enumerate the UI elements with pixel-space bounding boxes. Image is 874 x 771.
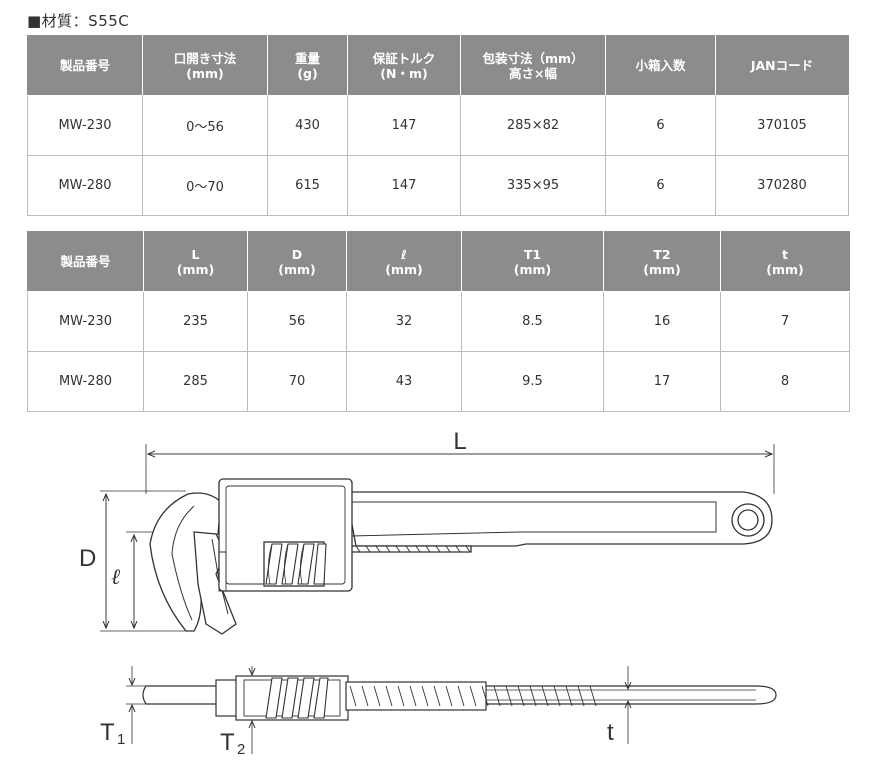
- wrench-front-view: [149, 478, 773, 635]
- table-cell: 56: [247, 291, 347, 352]
- table-cell: 335×95: [460, 155, 606, 216]
- dimension-L: L: [145, 428, 775, 494]
- table-cell: 16: [603, 291, 721, 352]
- table-cell: 8.5: [461, 291, 604, 352]
- dimension-T1: T 1: [100, 666, 148, 748]
- wrench-diagram: L D ℓ: [79, 428, 777, 758]
- label-L: L: [453, 428, 466, 455]
- table-cell: 235: [143, 291, 248, 352]
- label-T1: T: [100, 719, 115, 746]
- header-D: D(mm): [247, 231, 347, 292]
- label-T2-sub: 2: [237, 741, 245, 758]
- table-cell: MW-230: [27, 291, 144, 352]
- header-L: L(mm): [143, 231, 248, 292]
- table-cell: 0〜70: [142, 155, 268, 216]
- wrench-top-view: [142, 675, 777, 721]
- table-cell: 615: [267, 155, 348, 216]
- label-T2: T: [220, 729, 235, 756]
- table-row: MW-230 0〜56 430 147 285×82 6 370105: [27, 95, 849, 156]
- table-cell: 8: [720, 351, 850, 412]
- header-jan: JANコード: [715, 35, 849, 96]
- header-product-no: 製品番号: [27, 35, 143, 96]
- header-t: t(mm): [720, 231, 850, 292]
- header-l: ℓ(mm): [346, 231, 462, 292]
- dimension-D: D: [79, 490, 186, 632]
- table-cell: 17: [603, 351, 721, 412]
- header-T2: T2(mm): [603, 231, 721, 292]
- material-spec: ■材質：S55C: [27, 12, 130, 30]
- table-cell: 43: [346, 351, 462, 412]
- table-header-row: 製品番号 L(mm) D(mm) ℓ(mm) T1(mm) T2(mm) t(m…: [27, 231, 850, 292]
- label-t: t: [607, 719, 614, 746]
- label-T1-sub: 1: [117, 731, 125, 748]
- table-header-row: 製品番号 口開き寸法(mm) 重量(g) 保証トルク(N・m) 包装寸法（mm）…: [27, 35, 849, 96]
- table-row: MW-280 285 70 43 9.5 17 8: [27, 351, 850, 412]
- table-cell: MW-280: [27, 351, 144, 412]
- header-torque: 保証トルク(N・m): [347, 35, 461, 96]
- table-cell: MW-280: [27, 155, 143, 216]
- table-cell: 9.5: [461, 351, 604, 412]
- label-D: D: [79, 545, 96, 572]
- header-weight: 重量(g): [267, 35, 348, 96]
- table-row: MW-280 0〜70 615 147 335×95 6 370280: [27, 155, 849, 216]
- table-cell: 430: [267, 95, 348, 156]
- header-T1: T1(mm): [461, 231, 604, 292]
- spec-table-1: 製品番号 口開き寸法(mm) 重量(g) 保証トルク(N・m) 包装寸法（mm）…: [27, 35, 849, 216]
- table-cell: 6: [605, 155, 716, 216]
- spec-table-2: 製品番号 L(mm) D(mm) ℓ(mm) T1(mm) T2(mm) t(m…: [27, 231, 850, 412]
- table-cell: 32: [346, 291, 462, 352]
- table-cell: 7: [720, 291, 850, 352]
- header-product-no: 製品番号: [27, 231, 144, 292]
- header-box-qty: 小箱入数: [605, 35, 716, 96]
- table-cell: 6: [605, 95, 716, 156]
- table-cell: 147: [347, 155, 461, 216]
- header-opening: 口開き寸法(mm): [142, 35, 268, 96]
- label-l: ℓ: [111, 564, 121, 589]
- table-cell: 370105: [715, 95, 849, 156]
- dimension-t: t: [607, 666, 628, 746]
- table-cell: 285: [143, 351, 248, 412]
- table-cell: 285×82: [460, 95, 606, 156]
- table-cell: 70: [247, 351, 347, 412]
- table-cell: 370280: [715, 155, 849, 216]
- table-cell: MW-230: [27, 95, 143, 156]
- table-row: MW-230 235 56 32 8.5 16 7: [27, 291, 850, 352]
- header-package: 包装寸法（mm）高さ×幅: [460, 35, 606, 96]
- dimension-T2: T 2: [220, 666, 262, 758]
- table-cell: 147: [347, 95, 461, 156]
- table-cell: 0〜56: [142, 95, 268, 156]
